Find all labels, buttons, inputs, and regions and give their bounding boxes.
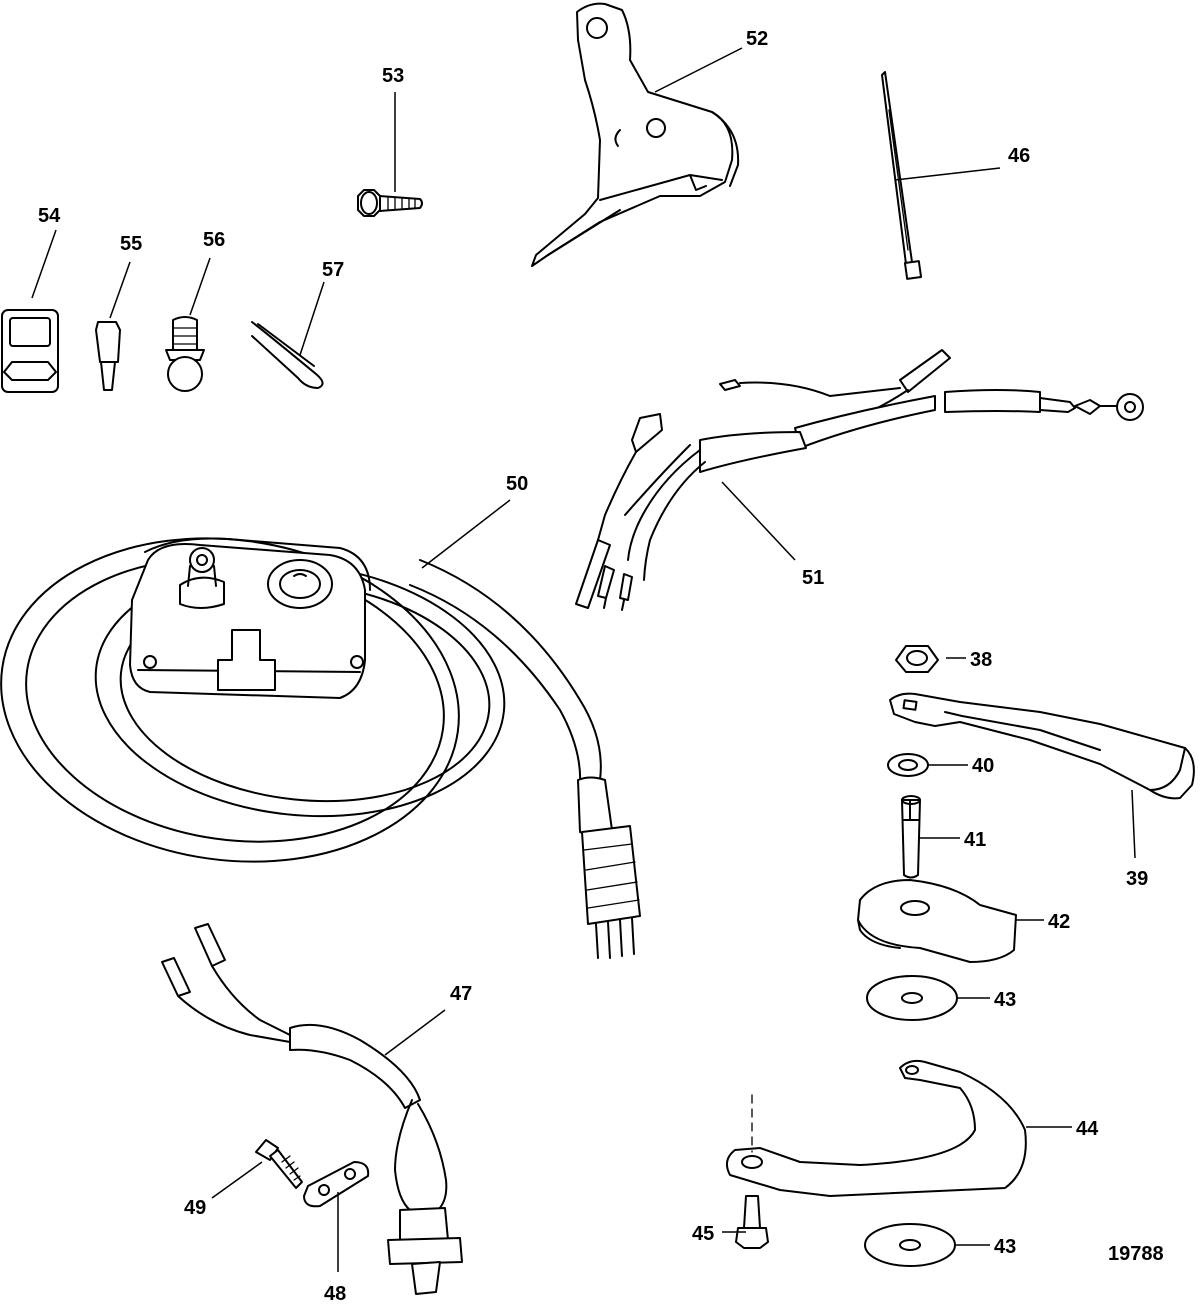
callout-41: 41: [964, 829, 986, 851]
mounting-bracket-52: [531, 2, 740, 267]
leader-55: [109, 261, 131, 319]
callout-53: 53: [382, 65, 404, 87]
bolt-53: [357, 189, 423, 217]
retainer-plate-48: [303, 1161, 370, 1208]
shoulder-screw-45: [735, 1195, 769, 1249]
callout-labels: 38 39 40 41 42 43 43 44 45 46 47 48 49 5…: [38, 28, 1164, 1305]
ball-stud-56: [165, 316, 205, 392]
callout-42: 42: [1048, 911, 1070, 933]
callout-51: 51: [802, 567, 824, 589]
leader-39: [1131, 789, 1136, 859]
leader-50: [421, 499, 511, 569]
wiring-harness-51: [575, 349, 1144, 611]
pivot-pin-41: [901, 795, 921, 879]
callout-57: 57: [322, 259, 344, 281]
callout-52: 52: [746, 28, 768, 50]
callout-49: 49: [184, 1197, 206, 1219]
figure-number: 19788: [1108, 1243, 1164, 1265]
callout-40: 40: [972, 755, 994, 777]
locknut-38: [895, 645, 939, 673]
callout-44: 44: [1076, 1118, 1099, 1140]
control-harness-50: [0, 537, 641, 959]
leader-57: [299, 281, 325, 356]
lever-39: [889, 692, 1195, 800]
callout-43-upper: 43: [994, 989, 1016, 1011]
callout-43-lower: 43: [994, 1236, 1016, 1258]
leader-52: [654, 47, 743, 93]
leader-51: [721, 481, 796, 561]
terminal-55: [95, 321, 121, 391]
leader-47: [384, 1009, 446, 1056]
callout-56: 56: [203, 229, 225, 251]
callout-48: 48: [324, 1283, 346, 1305]
leader-49: [211, 1161, 263, 1199]
cotter-pin-57: [251, 321, 324, 389]
callout-47: 47: [450, 983, 472, 1005]
leader-56: [189, 257, 211, 316]
callout-38: 38: [970, 649, 992, 671]
switch-harness-47: [161, 923, 463, 1295]
washer-43-lower: [864, 1223, 956, 1267]
callout-46: 46: [1008, 145, 1030, 167]
clip-54: [1, 309, 59, 393]
arc-bracket-44: [725, 1059, 1027, 1197]
screw-49: [255, 1139, 303, 1189]
cable-tie-46: [881, 71, 923, 280]
cam-plate-42: [857, 879, 1017, 963]
callout-55: 55: [120, 233, 142, 255]
leader-46: [894, 167, 1001, 181]
callout-39: 39: [1126, 868, 1148, 890]
callout-50: 50: [506, 473, 528, 495]
callout-45: 45: [692, 1223, 714, 1245]
leader-lines: [31, 47, 1136, 1272]
washer-40: [887, 753, 929, 777]
callout-54: 54: [38, 205, 61, 227]
washer-43-upper: [866, 975, 958, 1021]
leader-54: [31, 229, 57, 299]
